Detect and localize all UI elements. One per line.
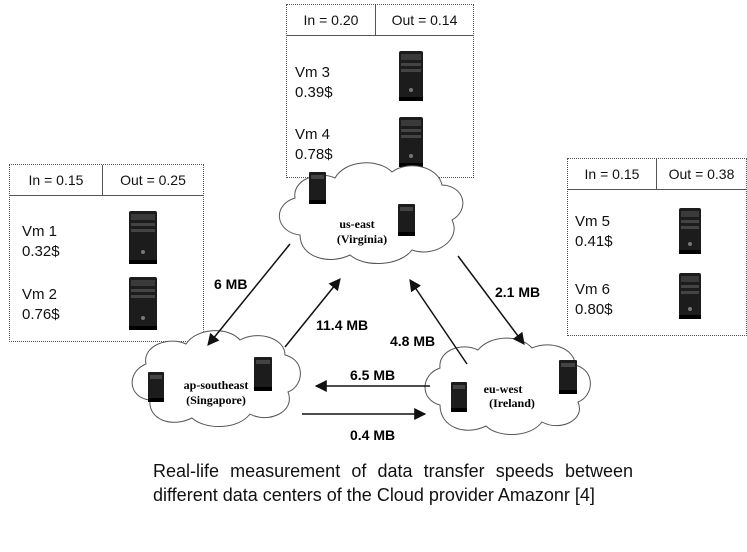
vm-4-entry: Vm 4 0.78$	[295, 125, 333, 165]
vm-name: Vm 2	[22, 286, 58, 303]
vm-5-entry: Vm 5 0.41$	[575, 212, 613, 252]
server-icon	[559, 360, 577, 394]
cloud-us-east: us-east (Virginia)	[278, 162, 464, 265]
arrow-us-to-ap	[207, 243, 291, 346]
price-box-eu-west: In = 0.15 Out = 0.38	[567, 158, 747, 336]
server-icon	[129, 211, 157, 264]
vm-6-entry: Vm 6 0.80$	[575, 280, 613, 320]
cloud-sublabel-ap-southeast: (Singapore)	[186, 393, 246, 407]
server-icon	[309, 172, 326, 204]
label-ap-to-us: 11.4 MB	[316, 317, 368, 333]
server-icon	[679, 208, 701, 254]
vm-1-entry: Vm 1 0.32$	[22, 222, 60, 262]
server-icon	[148, 372, 164, 402]
price-header: In = 0.15 Out = 0.25	[10, 165, 203, 196]
label-us-to-eu: 2.1 MB	[495, 284, 540, 300]
cloud-eu-west: eu-west (Ireland)	[424, 337, 591, 436]
cloud-ap-southeast: ap-southeast (Singapore)	[131, 330, 301, 428]
server-icon	[398, 204, 415, 236]
arrow-eu-to-us	[409, 279, 468, 365]
arrow-us-to-eu	[457, 255, 525, 345]
vm-price: 0.76$	[22, 306, 60, 323]
server-icon	[679, 273, 701, 319]
cloud-label-ap-southeast: ap-southeast	[184, 378, 249, 392]
server-icon	[399, 51, 423, 101]
vm-price: 0.41$	[575, 233, 613, 250]
vm-price: 0.32$	[22, 243, 60, 260]
out-price: Out = 0.38	[668, 166, 735, 182]
price-box-us-east: In = 0.20 Out = 0.14	[286, 4, 474, 178]
vm-3-entry: Vm 3 0.39$	[295, 63, 333, 103]
label-eu-to-ap: 6.5 MB	[350, 367, 395, 383]
vm-2-entry: Vm 2 0.76$	[22, 285, 60, 325]
price-box-ap-southeast: In = 0.15 Out = 0.25	[9, 164, 204, 342]
server-icon	[254, 357, 272, 391]
cloud-label-us-east: us-east	[339, 217, 374, 231]
server-icon	[399, 117, 423, 167]
vm-price: 0.80$	[575, 301, 613, 318]
cloud-sublabel-eu-west: (Ireland)	[489, 396, 535, 410]
cloud-label-eu-west: eu-west	[484, 382, 523, 396]
in-price: In = 0.15	[568, 159, 657, 189]
server-icon	[451, 382, 467, 412]
price-header: In = 0.15 Out = 0.38	[568, 159, 746, 190]
out-price: Out = 0.25	[120, 172, 186, 188]
in-price: In = 0.15	[10, 165, 103, 195]
vm-name: Vm 4	[295, 126, 331, 143]
arrow-ap-to-us	[284, 278, 341, 348]
price-header: In = 0.20 Out = 0.14	[287, 5, 473, 36]
label-eu-to-us: 4.8 MB	[390, 333, 435, 349]
vm-name: Vm 3	[295, 64, 331, 81]
figure-caption: Real-life measurement of data transfer s…	[153, 461, 633, 505]
label-ap-to-eu: 0.4 MB	[350, 427, 395, 443]
in-price: In = 0.20	[287, 5, 376, 35]
vm-name: Vm 1	[22, 223, 58, 240]
vm-name: Vm 5	[575, 213, 611, 230]
out-price: Out = 0.14	[391, 12, 458, 28]
vm-price: 0.78$	[295, 146, 333, 163]
vm-name: Vm 6	[575, 281, 611, 298]
label-us-to-ap: 6 MB	[214, 276, 247, 292]
server-icon	[129, 277, 157, 330]
vm-price: 0.39$	[295, 84, 333, 101]
cloud-sublabel-us-east: (Virginia)	[337, 232, 387, 246]
